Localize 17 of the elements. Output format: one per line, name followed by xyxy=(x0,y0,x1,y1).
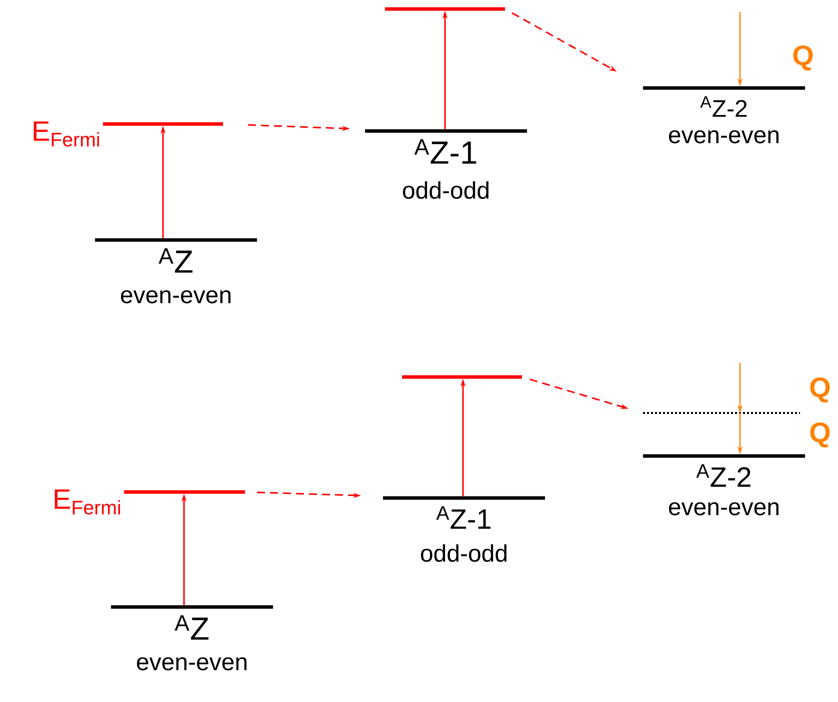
nucleus-type-label: even-even xyxy=(669,502,778,516)
nucleus-type-label: odd-odd xyxy=(402,181,488,199)
nuclide-label: $^{A}$Z-1 xyxy=(436,506,490,529)
nucleus-type-label: odd-odd xyxy=(420,544,506,562)
fermi-energy-label: E$_{Fermi}$ xyxy=(54,489,120,515)
edge-label: Q xyxy=(810,377,830,403)
nuclide-label: $^{A}$Z-2 xyxy=(700,96,747,117)
nucleus-type-label: even-even xyxy=(120,290,230,304)
fermi-energy-label: E$_{Fermi}$ xyxy=(34,121,99,147)
nuclide-label: $^{A}$Z-1 xyxy=(414,139,476,164)
edge-label: Q xyxy=(793,45,813,71)
edge-label: Q xyxy=(810,422,830,448)
nuclide-label: $^{A}$Z xyxy=(174,615,208,640)
nucleus-type-label: even-even xyxy=(669,130,778,144)
nuclide-label: $^{A}$Z-2 xyxy=(696,464,750,487)
nuclide-label: $^{A}$Z xyxy=(158,248,192,273)
nucleus-type-label: even-even xyxy=(136,657,246,670)
